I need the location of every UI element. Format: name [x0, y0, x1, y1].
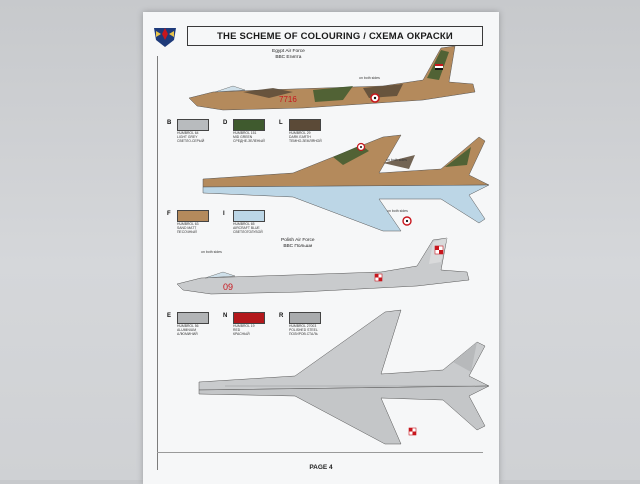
- margin-rule: [157, 56, 158, 470]
- swatch-n: N HUMBROL 19 RED КРАСНЫЙ: [223, 312, 275, 336]
- swatch-letter: F: [167, 211, 171, 217]
- swatch-i: I HUMBROL 65 AIRCRAFT BLUE СВЕТЛОГОЛУБОЙ: [223, 210, 275, 234]
- brand-logo: [154, 28, 176, 47]
- on-both-sides-note: on both sides: [387, 209, 408, 213]
- swatch-letter: L: [279, 120, 283, 126]
- swatch-r: R HUMBROL 27003 POLISHED STEEL ПОЛИРОВ.С…: [279, 312, 331, 336]
- swatch-letter: R: [279, 313, 284, 319]
- on-both-sides-note: on both sides: [359, 76, 380, 80]
- instruction-sheet: THE SCHEME OF COLOURING / СХЕМА ОКРАСКИ …: [143, 12, 499, 484]
- on-both-sides-note: on both sides: [201, 250, 222, 254]
- swatch-d: D HUMBROL 151 MID GREEN СРЕДНЕ-ЗЕЛЕНЫЙ: [223, 119, 275, 143]
- swatch-caption: HUMBROL 19 RED КРАСНЫЙ: [233, 324, 255, 336]
- on-both-sides-note: on both sides: [386, 158, 407, 162]
- swatch-letter: B: [167, 120, 172, 126]
- swatch-letter: N: [223, 313, 228, 319]
- swatch-color: [289, 312, 321, 324]
- egypt-serial: 7716: [279, 95, 297, 104]
- swatch-caption: HUMBROL 56 ALUMINIUM АЛЮМИНИЙ: [177, 324, 199, 336]
- swatch-letter: E: [167, 313, 172, 319]
- poland-label-en: Polish Air Force: [281, 238, 315, 243]
- swatch-color: [233, 312, 265, 324]
- swatch-b: B HUMBROL 64 LIGHT GREY СВЕТЛО-СЕРЫЙ: [167, 119, 219, 143]
- egypt-label-ru: ВВС Египта: [275, 54, 302, 60]
- swatch-group-top: B HUMBROL 64 LIGHT GREY СВЕТЛО-СЕРЫЙ D H…: [167, 119, 339, 143]
- swatch-color: [289, 119, 321, 131]
- footer-rule: [157, 452, 483, 453]
- swatch-color: [177, 210, 209, 222]
- swatch-l: L HUMBROL 29 DARK EARTH ТЕМНО-ЗЕМЛЯНОЙ: [279, 119, 331, 143]
- swatch-e: E HUMBROL 56 ALUMINIUM АЛЮМИНИЙ: [167, 312, 219, 336]
- swatch-color: [233, 210, 265, 222]
- swatch-letter: D: [223, 120, 228, 126]
- page-number: PAGE 4: [309, 464, 333, 471]
- swatch-caption: HUMBROL 29 DARK EARTH ТЕМНО-ЗЕМЛЯНОЙ: [289, 131, 322, 143]
- page-title: THE SCHEME OF COLOURING / СХЕМА ОКРАСКИ: [187, 26, 483, 46]
- swatch-group-mid: F HUMBROL 63 SAND MATT ПЕСОЧНЫЙ I HUMBRO…: [167, 210, 283, 234]
- swatch-color: [233, 119, 265, 131]
- polish-air-force-label: Polish Air Force ВВС Польши: [281, 238, 315, 249]
- egypt-plan-view: [202, 134, 490, 232]
- swatch-color: [177, 119, 209, 131]
- swatch-color: [177, 312, 209, 324]
- poland-plan-view: [198, 309, 490, 445]
- swatch-f: F HUMBROL 63 SAND MATT ПЕСОЧНЫЙ: [167, 210, 219, 234]
- poland-side-view: 09: [176, 237, 470, 295]
- egypt-label-en: Egypt Air Force: [272, 49, 305, 54]
- swatch-caption: HUMBROL 64 LIGHT GREY СВЕТЛО-СЕРЫЙ: [177, 131, 205, 143]
- poland-label-ru: ВВС Польши: [283, 243, 313, 249]
- swatch-caption: HUMBROL 63 SAND MATT ПЕСОЧНЫЙ: [177, 222, 199, 234]
- swatch-caption: HUMBROL 151 MID GREEN СРЕДНЕ-ЗЕЛЕНЫЙ: [233, 131, 265, 143]
- poland-serial: 09: [223, 282, 233, 292]
- swatch-letter: I: [223, 211, 225, 217]
- swatch-caption: HUMBROL 27003 POLISHED STEEL ПОЛИРОВ.СТА…: [289, 324, 318, 336]
- swatch-caption: HUMBROL 65 AIRCRAFT BLUE СВЕТЛОГОЛУБОЙ: [233, 222, 263, 234]
- swatch-group-bottom: E HUMBROL 56 ALUMINIUM АЛЮМИНИЙ N HUMBRO…: [167, 312, 339, 336]
- egypt-air-force-label: Egypt Air Force ВВС Египта: [272, 49, 305, 60]
- egypt-side-view: 7716: [188, 45, 476, 111]
